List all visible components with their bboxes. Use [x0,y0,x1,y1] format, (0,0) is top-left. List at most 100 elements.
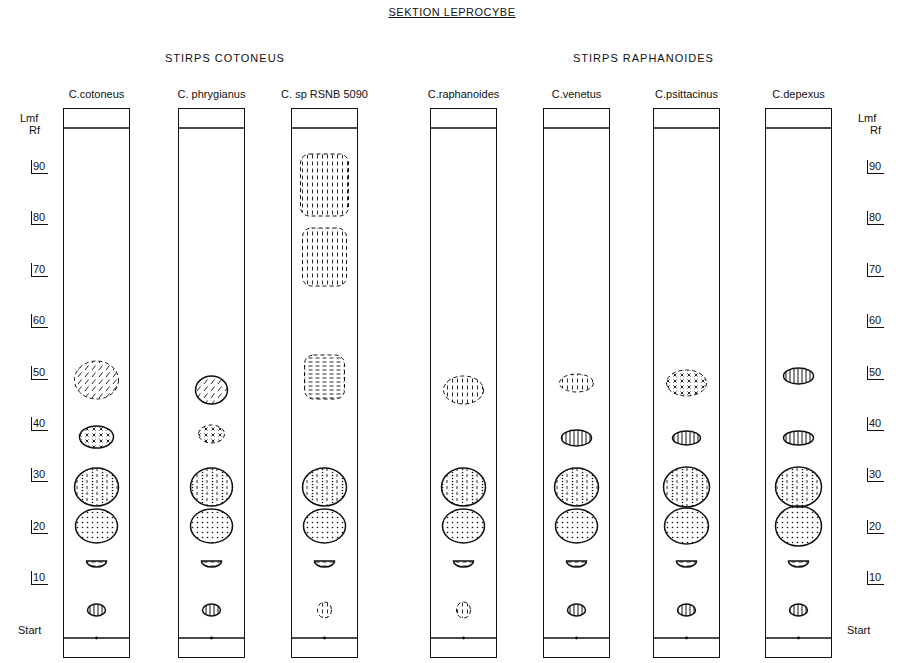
rf-value: 20 [31,520,48,534]
spot [444,376,484,404]
start-dot [685,637,688,640]
spot [315,561,335,567]
start-dot [462,637,465,640]
chromatogram-lane: C.depexus [765,108,832,658]
lane-line [178,637,245,639]
start-dot [210,637,213,640]
group-heading: STIRPS COTONEUS [165,52,285,65]
group-heading: STIRPS RAPHANOIDES [573,52,714,65]
chromatogram-lane: C.psittacinus [653,108,720,658]
spot [555,468,599,506]
spot [678,604,696,616]
lane-line [543,637,610,639]
axis-label: Rf [29,124,40,137]
spot [305,355,345,399]
rf-value: 30 [867,468,884,482]
spot [88,604,106,616]
spot [665,508,709,544]
lane-line [765,127,832,129]
spot [75,361,119,399]
spot [301,154,349,216]
rf-value: 80 [867,211,884,225]
lane-line [653,127,720,129]
spot [202,561,222,567]
lane-line [291,127,358,129]
axis-label: Start [18,624,41,637]
rf-value: 50 [867,366,884,380]
spot [457,602,471,618]
start-dot [575,637,578,640]
rf-value: 90 [31,160,48,174]
rf-value: 90 [867,160,884,174]
species-name: C.raphanoides [428,88,500,101]
spot [667,370,707,396]
lane-line [291,637,358,639]
spot [303,228,347,286]
rf-value: 10 [867,571,884,585]
rf-value: 70 [867,263,884,277]
spot [454,561,474,567]
start-dot [323,637,326,640]
figure-title: SEKTION LEPROCYBE [388,6,515,19]
species-name: C. sp RSNB 5090 [281,88,368,101]
spot [562,430,592,446]
axis-label: Lmf [20,112,38,125]
lane-line [765,637,832,639]
rf-value: 10 [31,571,48,585]
spot [664,467,710,507]
spot [673,431,701,445]
spot [443,509,485,543]
spot [80,426,114,448]
spot [567,561,587,567]
spot [784,431,814,445]
species-name: C.psittacinus [655,88,718,101]
spot [776,506,822,546]
spot [75,468,119,506]
rf-value: 40 [31,417,48,431]
lane-line [63,127,130,129]
spot [199,425,225,443]
spot [203,604,221,616]
lane-line [63,637,130,639]
spot [196,376,228,404]
rf-value: 70 [31,263,48,277]
spot [191,509,233,543]
spot [442,468,486,506]
spot [304,509,346,543]
lane-line [653,637,720,639]
axis-label: Rf [870,124,881,137]
spot [76,509,118,543]
species-name: C. phrygianus [178,88,246,101]
chromatogram-lane: C.cotoneus [63,108,130,658]
spot [560,374,594,392]
chromatogram-lane: C.venetus [543,108,610,658]
lane-line [430,127,497,129]
rf-value: 30 [31,468,48,482]
spot [318,602,332,618]
species-name: C.cotoneus [69,88,125,101]
chromatogram-lane: C.raphanoides [430,108,497,658]
spot [776,467,822,507]
rf-value: 40 [867,417,884,431]
lane-line [178,127,245,129]
spot [191,468,233,506]
rf-value: 60 [867,314,884,328]
rf-value: 60 [31,314,48,328]
start-dot [797,637,800,640]
axis-label: Start [847,624,870,637]
spot [677,561,697,567]
chromatogram-lane: C. phrygianus [178,108,245,658]
spot [556,509,598,543]
start-dot [95,637,98,640]
spot [87,561,107,567]
lane-line [543,127,610,129]
rf-value: 50 [31,366,48,380]
species-name: C.venetus [552,88,602,101]
species-name: C.depexus [772,88,825,101]
rf-value: 80 [31,211,48,225]
lane-line [430,637,497,639]
spot [784,368,814,384]
spot [303,468,347,506]
spot [568,604,586,616]
spot [790,604,808,616]
